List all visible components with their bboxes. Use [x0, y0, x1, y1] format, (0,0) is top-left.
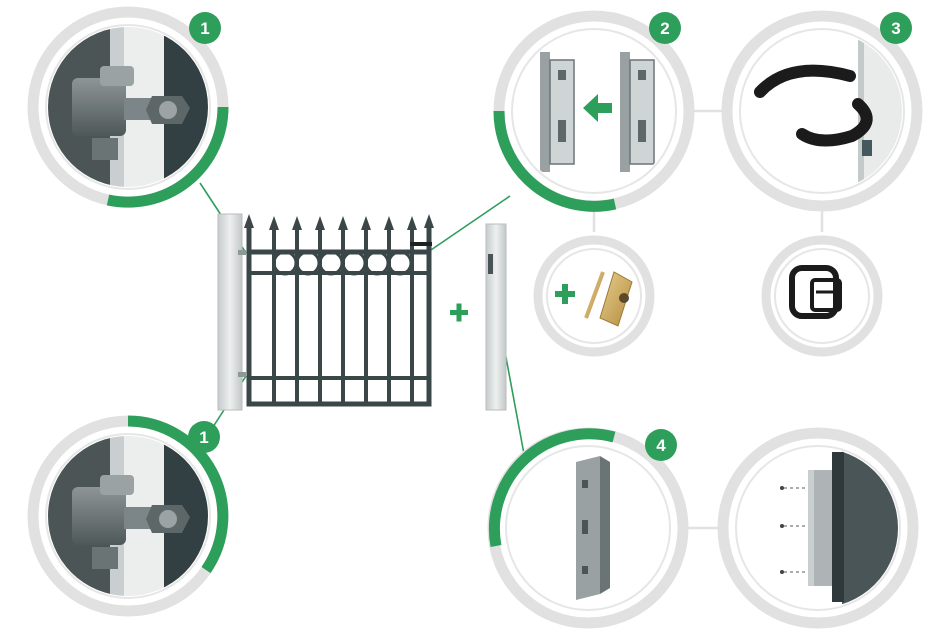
gate-spear-tips	[244, 214, 434, 230]
svg-text:1: 1	[200, 19, 209, 38]
svg-text:4: 4	[656, 436, 666, 455]
hinge-bottom-callout: 1	[33, 421, 224, 611]
svg-text:2: 2	[660, 19, 669, 38]
lock-callout: 2	[499, 12, 689, 206]
svg-text:1: 1	[199, 428, 208, 447]
handle-callout: 3	[727, 12, 922, 206]
keeper-mounted-callout	[723, 433, 913, 623]
rosette-callout	[766, 240, 878, 352]
strike-plate-icon	[576, 456, 610, 600]
plus-sign	[450, 304, 468, 322]
gate-panel	[249, 226, 429, 404]
gate-handle-small	[410, 242, 432, 246]
keeper-callout: 4	[493, 429, 683, 623]
svg-text:3: 3	[891, 19, 900, 38]
hinge-top-callout: 1	[33, 12, 224, 202]
gate-post-right	[486, 224, 506, 410]
gate-post-left	[218, 214, 242, 410]
cylinder-callout	[538, 240, 650, 352]
